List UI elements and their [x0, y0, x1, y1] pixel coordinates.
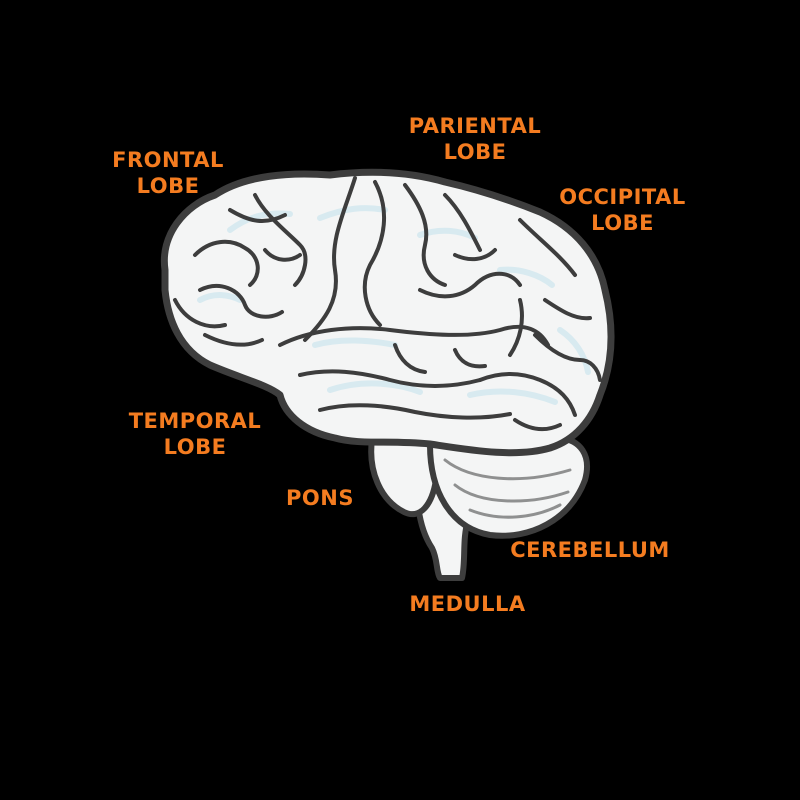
label-pariental-lobe: PARIENTAL LOBE: [400, 113, 550, 165]
cerebrum-shape: [160, 168, 615, 457]
label-pons-text: PONS: [286, 486, 354, 510]
label-pariental-lobe-line1: PARIENTAL: [408, 114, 542, 138]
label-occipital-lobe-line1: OCCIPITAL: [559, 185, 686, 209]
label-frontal-lobe-line1: FRONTAL: [112, 148, 224, 172]
label-temporal-lobe-line1: TEMPORAL: [128, 409, 262, 433]
label-pons: PONS: [280, 485, 360, 511]
brain-highlights: [197, 205, 591, 405]
label-pariental-lobe-line2: LOBE: [443, 140, 507, 164]
label-temporal-lobe: TEMPORAL LOBE: [118, 408, 272, 460]
cerebellum-fold: [443, 458, 572, 519]
label-cerebellum: CEREBELLUM: [505, 537, 675, 563]
label-temporal-lobe-line2: LOBE: [163, 435, 227, 459]
brain-folds: [173, 176, 602, 432]
label-medulla-text: MEDULLA: [409, 592, 526, 616]
label-frontal-lobe-line2: LOBE: [136, 174, 200, 198]
label-medulla: MEDULLA: [400, 591, 535, 617]
label-occipital-lobe: OCCIPITAL LOBE: [550, 184, 695, 236]
label-occipital-lobe-line2: LOBE: [591, 211, 654, 235]
label-frontal-lobe: FRONTAL LOBE: [104, 147, 232, 199]
label-cerebellum-text: CEREBELLUM: [510, 538, 670, 562]
